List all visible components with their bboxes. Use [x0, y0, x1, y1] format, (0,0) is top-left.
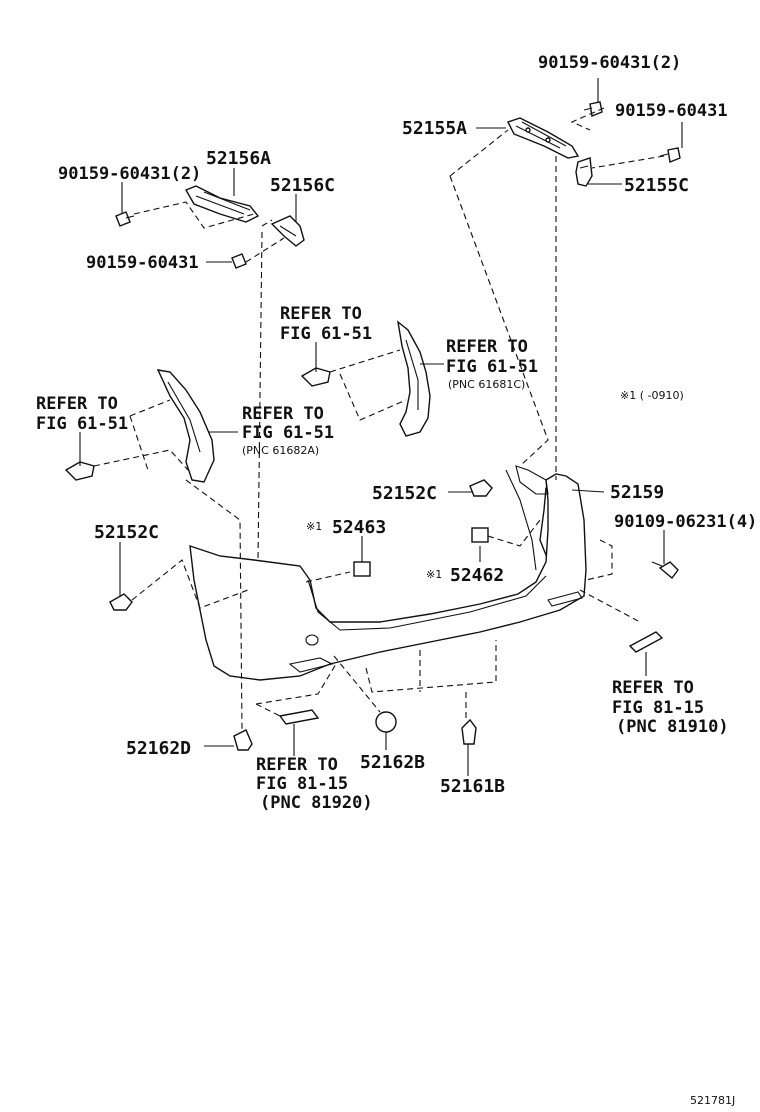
bracket-52156A: [184, 185, 260, 223]
label-52162B: 52162B: [360, 752, 425, 773]
mudguard-right: [397, 320, 431, 437]
pad-52463: [353, 561, 371, 577]
label-52162D: 52162D: [126, 738, 191, 759]
label-52463: 52463: [332, 517, 386, 538]
label-90159-60431-2-left: 90159-60431(2): [58, 164, 201, 184]
bracket-52155C: [575, 157, 593, 187]
mark-52463: ※1: [306, 520, 322, 533]
refer-e-line3: (PNC 81910): [616, 717, 729, 737]
clip-52152C-left: [109, 593, 133, 611]
refer-b-line3: (PNC 61681C): [448, 378, 525, 391]
screw-90159-60431-left-2: [115, 211, 135, 227]
screw-90159-60431-top: [583, 101, 603, 117]
clip-52162D: [233, 729, 253, 751]
label-52152C-mid: 52152C: [372, 483, 437, 504]
reflector-right: [628, 631, 664, 653]
refer-e-line2: FIG 81-15: [612, 698, 704, 718]
refer-a-line1: REFER TO: [280, 304, 362, 324]
cap-52162B: [375, 711, 397, 733]
mark-52462: ※1: [426, 568, 442, 581]
refer-b-line2: FIG 61-51: [446, 357, 538, 377]
refer-a-line2: FIG 61-51: [280, 324, 372, 344]
refer-c-line2: FIG 61-51: [36, 414, 128, 434]
refer-f-line2: FIG 81-15: [256, 774, 348, 794]
label-90159-60431-2-top: 90159-60431(2): [538, 53, 681, 73]
label-52155A: 52155A: [402, 118, 467, 139]
refer-c-line1: REFER TO: [36, 394, 118, 414]
clip-center: [300, 367, 331, 387]
label-90159-60431-left: 90159-60431: [86, 253, 199, 273]
screw-90159-60431-left: [231, 253, 247, 269]
label-52161B: 52161B: [440, 776, 505, 797]
note-reference: ※1 ( -0910): [620, 389, 684, 402]
diagram-id: 521781J: [690, 1094, 735, 1107]
clip-left: [64, 461, 95, 481]
label-90109-06231: 90109-06231(4): [614, 512, 757, 532]
pad-52462: [471, 527, 489, 543]
screw-90159-60431-right: [659, 147, 681, 163]
label-52156A: 52156A: [206, 148, 271, 169]
screw-90109-06231: [651, 561, 679, 580]
mudguard-left: [156, 369, 215, 483]
bracket-52155A: [507, 117, 580, 159]
label-52462: 52462: [450, 565, 504, 586]
leader-lines: [79, 78, 683, 776]
refer-b-line1: REFER TO: [446, 337, 528, 357]
refer-d-line2: FIG 61-51: [242, 423, 334, 443]
label-52159: 52159: [610, 482, 664, 503]
refer-e-line1: REFER TO: [612, 678, 694, 698]
clip-52161B: [461, 718, 477, 745]
refer-d-line3: (PNC 61682A): [242, 444, 319, 457]
reflector-left: [278, 709, 320, 725]
refer-d-line1: REFER TO: [242, 404, 324, 424]
assembly-lines: [93, 107, 665, 731]
clip-52152C-mid: [469, 479, 493, 497]
label-52155C: 52155C: [624, 175, 689, 196]
refer-f-line1: REFER TO: [256, 755, 338, 775]
rear-bumper-cover: [189, 465, 587, 681]
label-90159-60431-right: 90159-60431: [615, 101, 728, 121]
label-52152C-left: 52152C: [94, 522, 159, 543]
label-52156C: 52156C: [270, 175, 335, 196]
bracket-52156C: [270, 215, 305, 247]
refer-f-line3: (PNC 81920): [260, 793, 373, 813]
